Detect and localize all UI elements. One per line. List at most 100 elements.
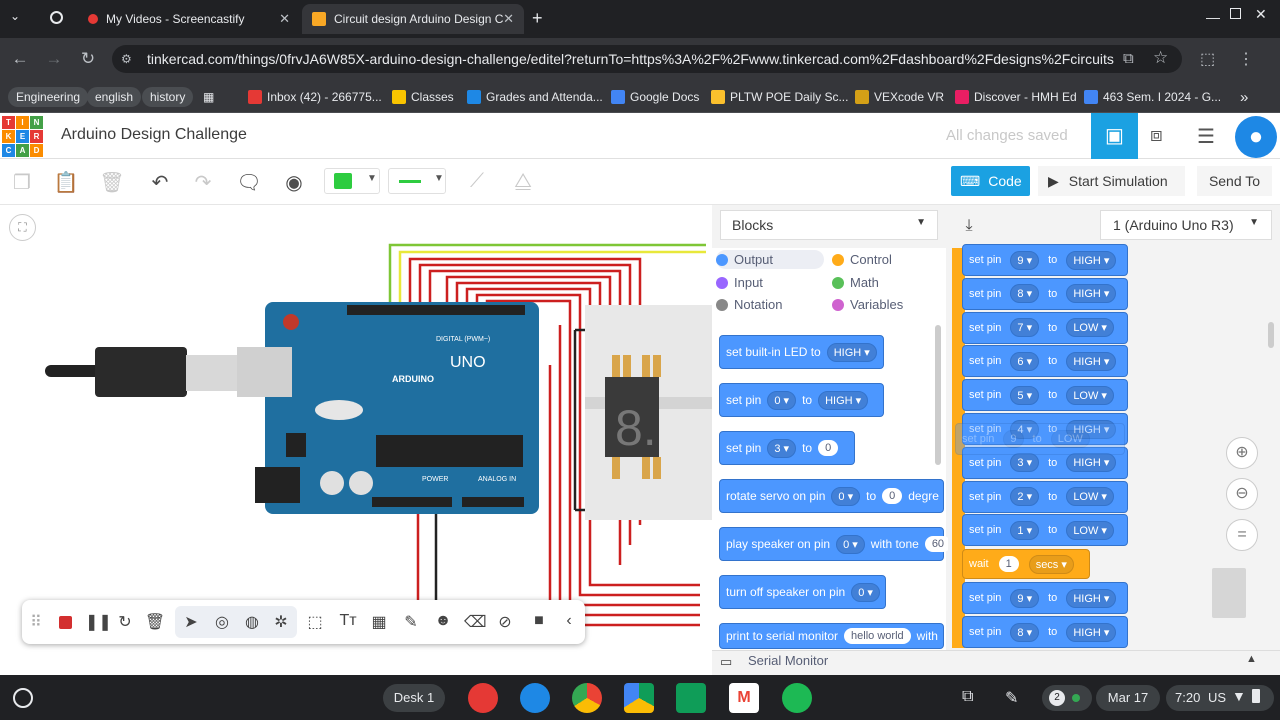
bookmark-pltw[interactable]: PLTW POE Daily Sc... bbox=[711, 87, 848, 107]
block-dropdown[interactable]: HIGH ▾ bbox=[1066, 351, 1117, 371]
emoji-icon[interactable]: ☻ bbox=[434, 612, 452, 629]
bookmark-english[interactable]: english bbox=[87, 87, 142, 107]
minimize-icon[interactable]: — bbox=[1206, 9, 1220, 25]
drive-app-icon[interactable] bbox=[624, 683, 654, 713]
block-dropdown[interactable]: 7 ▾ bbox=[1010, 318, 1040, 338]
restart-icon[interactable]: ↻ bbox=[118, 614, 132, 631]
rotate-icon[interactable]: ⟋ bbox=[470, 170, 484, 192]
extensions-icon[interactable]: ⬚ bbox=[1200, 51, 1216, 68]
chrome-app-icon[interactable] bbox=[572, 683, 602, 713]
block-dropdown[interactable]: 9 ▾ bbox=[1010, 588, 1040, 608]
block-number-input[interactable]: 0 bbox=[882, 488, 903, 504]
start-simulation-button[interactable]: ▶Start Simulation bbox=[1038, 166, 1185, 196]
block-number-input[interactable]: 60 bbox=[924, 536, 952, 552]
block-dropdown[interactable]: 1 ▾ bbox=[1010, 520, 1040, 540]
pause-icon[interactable]: ❚❚ bbox=[85, 614, 112, 631]
category-variables[interactable]: Variables bbox=[832, 297, 903, 312]
block-dropdown[interactable]: 8 ▾ bbox=[1010, 622, 1040, 642]
clear-drawing-icon[interactable]: ⊘ bbox=[498, 614, 512, 631]
close-tab-icon[interactable]: ✕ bbox=[503, 11, 514, 26]
eraser-icon[interactable]: ⌫ bbox=[464, 614, 487, 631]
block-dropdown[interactable]: 3 ▾ bbox=[1010, 453, 1040, 473]
tab-screencastify[interactable]: My Videos - Screencastify ✕ bbox=[78, 4, 300, 34]
desk-button[interactable]: Desk 1 bbox=[383, 684, 445, 712]
redo-icon[interactable]: ↷ bbox=[194, 172, 212, 194]
copy-icon[interactable]: ❐ bbox=[13, 172, 31, 194]
click-highlight-icon[interactable]: ◍ bbox=[245, 614, 259, 631]
bookmark-history[interactable]: history bbox=[142, 87, 194, 107]
back-icon[interactable]: ← bbox=[11, 49, 29, 68]
discard-icon[interactable]: 🗑 bbox=[144, 614, 166, 631]
schematic-view-icon[interactable]: ⧈ bbox=[1150, 124, 1163, 146]
spotlight-icon[interactable]: ◎ bbox=[215, 614, 229, 631]
tote-icon[interactable]: ⧉ bbox=[962, 688, 974, 705]
block-dropdown[interactable]: 3 ▾ bbox=[767, 438, 797, 458]
serial-monitor-bar[interactable] bbox=[712, 650, 1280, 675]
block-dropdown[interactable]: LOW ▾ bbox=[1066, 385, 1114, 405]
block-dropdown[interactable]: LOW ▾ bbox=[1066, 318, 1114, 338]
undo-icon[interactable]: ↶ bbox=[151, 172, 169, 194]
record-indicator-icon[interactable] bbox=[50, 11, 63, 24]
more-bookmarks-icon[interactable]: » bbox=[1240, 88, 1249, 106]
pointer-icon[interactable]: ➤ bbox=[184, 614, 198, 631]
block-number-input[interactable]: 1 bbox=[998, 556, 1019, 572]
block-dropdown[interactable]: HIGH ▾ bbox=[826, 342, 877, 362]
tab-tinkercad[interactable]: Circuit design Arduino Design C ✕ bbox=[302, 4, 524, 34]
bookmark-grades[interactable]: Grades and Attenda... bbox=[467, 87, 603, 107]
rectangle-icon[interactable]: ⬚ bbox=[307, 614, 323, 631]
avatar[interactable]: ● bbox=[1235, 116, 1277, 158]
block-dropdown[interactable]: HIGH ▾ bbox=[1066, 588, 1117, 608]
circuit-view-icon[interactable]: ▣ bbox=[1091, 113, 1138, 159]
mode-select[interactable]: Blocks▼ bbox=[720, 210, 938, 240]
drag-handle-icon[interactable]: ⠿ bbox=[30, 614, 42, 631]
block-text-input[interactable]: hello world bbox=[844, 628, 911, 644]
forever-block[interactable] bbox=[952, 248, 965, 648]
design-title[interactable]: Arduino Design Challenge bbox=[61, 126, 247, 143]
bookmark-star-icon[interactable]: ☆ bbox=[1153, 48, 1169, 67]
focus-icon[interactable]: ✲ bbox=[274, 614, 288, 631]
trash-icon[interactable] bbox=[1212, 568, 1246, 618]
date-button[interactable]: Mar 17 bbox=[1096, 685, 1160, 711]
stylus-icon[interactable]: ✎ bbox=[1005, 690, 1019, 707]
notes-visibility-icon[interactable]: ◉ bbox=[285, 172, 303, 194]
install-app-icon[interactable]: ⧉ bbox=[1123, 50, 1134, 67]
block-dropdown[interactable]: HIGH ▾ bbox=[818, 390, 869, 410]
block-dropdown[interactable]: HIGH ▾ bbox=[1066, 250, 1117, 270]
site-info-icon[interactable]: ⚙ bbox=[121, 52, 132, 66]
block-dropdown[interactable]: HIGH ▾ bbox=[1066, 284, 1117, 304]
block-dropdown[interactable]: 0 ▾ bbox=[836, 534, 865, 554]
bookmark-inbox[interactable]: Inbox (42) - 266775... bbox=[248, 87, 382, 107]
spotify-app-icon[interactable] bbox=[782, 683, 812, 713]
maximize-icon[interactable] bbox=[1230, 8, 1241, 19]
bookmark-classes[interactable]: Classes bbox=[392, 87, 454, 107]
camera-icon[interactable]: ■ bbox=[534, 612, 544, 629]
zoom-out-icon[interactable]: ⊖ bbox=[1226, 478, 1258, 510]
delete-icon[interactable]: 🗑 bbox=[99, 172, 125, 194]
bookmark-vexcode[interactable]: VEXcode VR bbox=[855, 87, 944, 107]
category-input[interactable]: Input bbox=[716, 275, 763, 290]
more-menu-icon[interactable]: ⋮ bbox=[1238, 51, 1254, 68]
block-dropdown[interactable]: 8 ▾ bbox=[1010, 284, 1040, 304]
block-number-input[interactable]: 0 bbox=[818, 440, 839, 456]
close-tab-icon[interactable]: ✕ bbox=[279, 11, 290, 26]
classroom-green-app-icon[interactable] bbox=[676, 683, 706, 713]
wire-type-select[interactable]: ▼ bbox=[388, 168, 446, 194]
block-dropdown[interactable]: 6 ▾ bbox=[1010, 351, 1040, 371]
bookmark-google-docs[interactable]: Google Docs bbox=[611, 87, 699, 107]
download-code-icon[interactable]: ⤓ bbox=[965, 217, 973, 234]
block-dropdown[interactable]: 5 ▾ bbox=[1010, 385, 1040, 405]
block-dropdown[interactable]: 2 ▾ bbox=[1010, 487, 1040, 507]
block-dropdown[interactable]: HIGH ▾ bbox=[1066, 453, 1117, 473]
